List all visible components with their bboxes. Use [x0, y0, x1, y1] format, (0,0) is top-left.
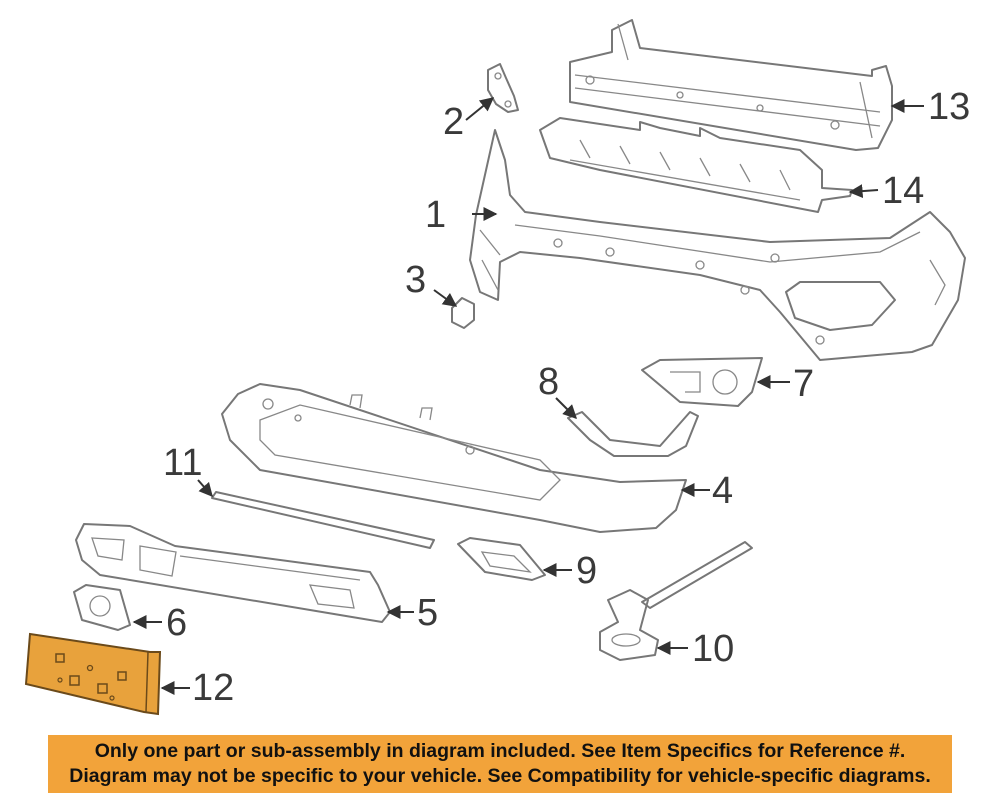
disclaimer-banner: Only one part or sub-assembly in diagram… — [48, 735, 952, 793]
part-10-tow-hook — [599, 541, 753, 661]
part-2-bracket — [487, 63, 519, 113]
part-8-trim-strip — [567, 411, 699, 457]
callout-4: 4 — [712, 470, 733, 512]
parts-diagram: 1 2 3 4 5 6 7 8 9 10 11 12 13 14 — [24, 19, 970, 716]
callout-12: 12 — [192, 667, 234, 709]
callout-6: 6 — [166, 602, 187, 644]
part-6-bezel — [73, 584, 131, 631]
part-13-reinforcement-beam — [569, 19, 893, 151]
callout-1: 1 — [425, 194, 446, 236]
callout-9: 9 — [576, 550, 597, 592]
callout-14: 14 — [882, 170, 924, 212]
callout-8: 8 — [538, 361, 559, 403]
callout-2: 2 — [443, 101, 464, 143]
callout-7: 7 — [793, 363, 814, 405]
part-3-plug — [451, 297, 475, 329]
part-14-energy-absorber — [539, 117, 853, 213]
callout-3: 3 — [405, 259, 426, 301]
part-1-bumper-cover — [469, 129, 966, 361]
part-12-license-bracket — [24, 632, 162, 716]
callout-10: 10 — [692, 628, 734, 670]
part-9-trim — [457, 537, 546, 581]
part-11-molding-strip — [211, 491, 435, 549]
callout-11: 11 — [163, 442, 202, 484]
callout-5: 5 — [417, 592, 438, 634]
disclaimer-line-2: Diagram may not be specific to your vehi… — [69, 765, 931, 787]
part-5-skid-plate — [75, 523, 391, 623]
leader-lines — [132, 97, 924, 695]
callout-13: 13 — [928, 86, 970, 128]
disclaimer-line-1: Only one part or sub-assembly in diagram… — [94, 740, 906, 762]
part-4-lower-fascia — [221, 383, 687, 533]
part-7-fog-bezel — [641, 357, 763, 407]
